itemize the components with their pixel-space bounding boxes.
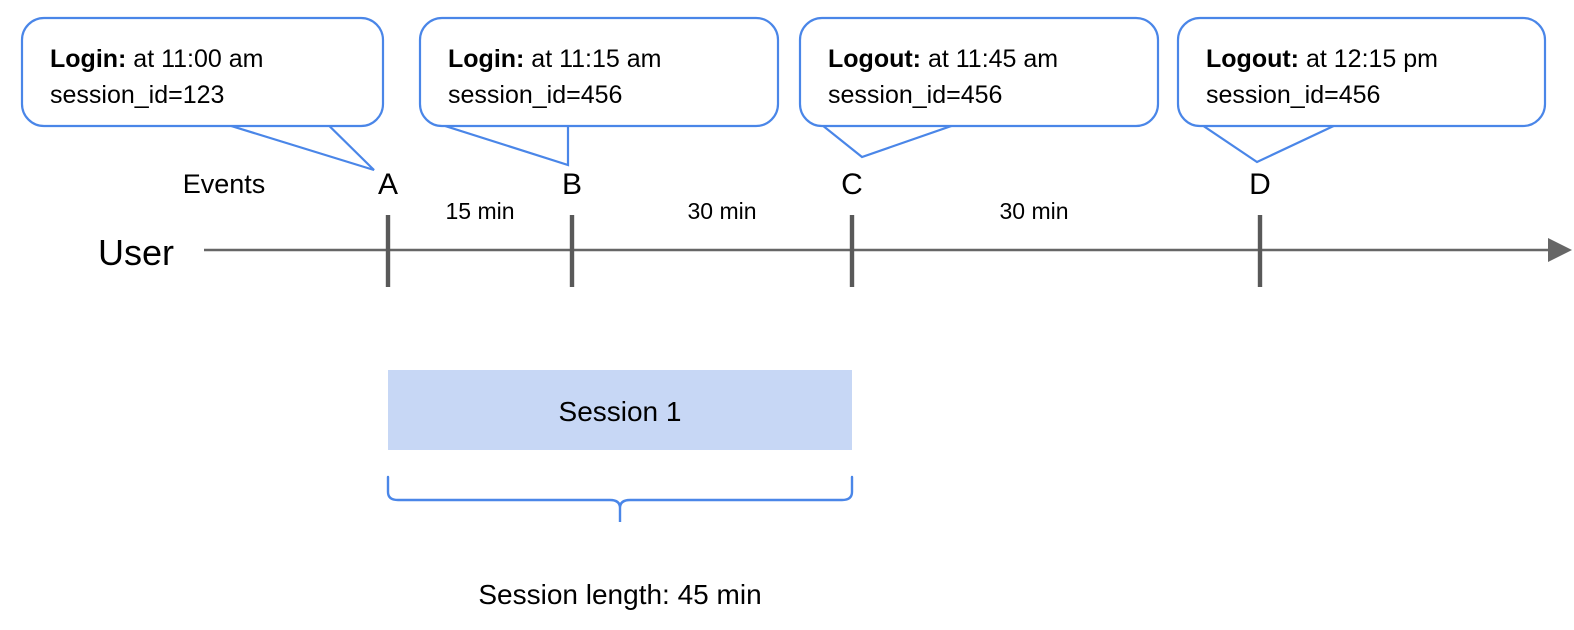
callout-box-d — [1176, 16, 1547, 128]
interval-label-cd: 30 min — [999, 198, 1068, 224]
callout-line2-d: session_id=456 — [1206, 81, 1380, 109]
interval-label-ab: 15 min — [445, 198, 514, 224]
session-bar[interactable]: Session 1 — [388, 370, 852, 450]
callout-line1-d: Logout: at 12:15 pm — [1206, 45, 1438, 73]
marker-label-a: A — [378, 168, 398, 201]
marker-label-d: D — [1249, 168, 1271, 201]
session-length-caption: Session length: 45 min — [478, 579, 761, 610]
timeline-arrow-icon — [1548, 238, 1572, 262]
callout-bubble-d[interactable]: Logout: at 12:15 pm session_id=456 — [1176, 16, 1547, 164]
session-span-brace — [386, 475, 854, 522]
callout-bubble-c[interactable]: Logout: at 11:45 am session_id=456 — [798, 16, 1160, 159]
callout-bubble-b[interactable]: Login: at 11:15 am session_id=456 — [418, 16, 780, 167]
callout-line2-b: session_id=456 — [448, 81, 622, 109]
row-label-events: Events — [183, 169, 266, 199]
row-label-user: User — [98, 232, 174, 273]
callout-line1-c: Logout: at 11:45 am — [828, 45, 1058, 73]
marker-label-b: B — [562, 168, 582, 201]
marker-label-c: C — [841, 168, 863, 201]
callout-line1-a: Login: at 11:00 am — [50, 45, 263, 73]
callout-box-a — [20, 16, 385, 128]
session-bar-rect — [388, 370, 852, 450]
interval-label-bc: 30 min — [687, 198, 756, 224]
callout-line2-a: session_id=123 — [50, 81, 224, 109]
callout-bubble-a[interactable]: Login: at 11:00 am session_id=123 — [20, 16, 385, 172]
callout-line2-c: session_id=456 — [828, 81, 1002, 109]
callout-box-c — [798, 16, 1160, 128]
callout-line1-b: Login: at 11:15 am — [448, 45, 661, 73]
session-bar-label: Session 1 — [559, 396, 682, 427]
callout-box-b — [418, 16, 780, 128]
